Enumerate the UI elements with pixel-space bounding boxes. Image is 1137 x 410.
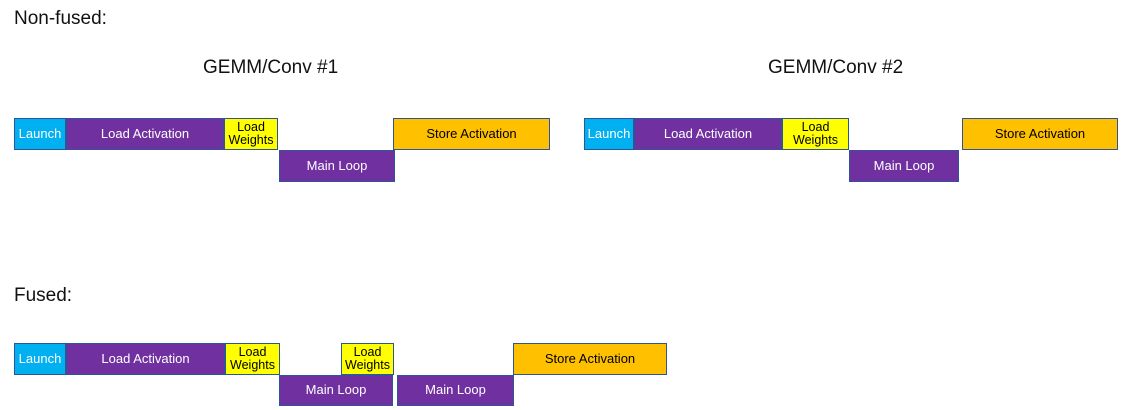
nonfused-g1-load-activation-block: Load Activation (66, 118, 224, 150)
nonfused-g2-launch-block: Launch (584, 118, 634, 150)
gemm-conv-1-title: GEMM/Conv #1 (203, 57, 339, 78)
fused-launch-block: Launch (14, 343, 66, 375)
nonfused-g2-load-activation-block: Load Activation (634, 118, 782, 150)
nonfused-g2-load-weights-block: Load Weights (782, 118, 849, 150)
nonfused-g1-store-activation-block: Store Activation (393, 118, 550, 150)
fused-store-activation-block: Store Activation (513, 343, 667, 375)
fused-section-label: Fused: (14, 285, 73, 306)
nonfused-g2-store-activation-block: Store Activation (962, 118, 1118, 150)
gemm-conv-2-title: GEMM/Conv #2 (768, 57, 904, 78)
fused-main-loop-2-block: Main Loop (397, 375, 514, 406)
nonfused-g2-main-loop-block: Main Loop (849, 150, 959, 182)
nonfused-g1-load-weights-block: Load Weights (224, 118, 278, 150)
nonfused-g1-main-loop-block: Main Loop (279, 150, 395, 182)
fused-main-loop-1-block: Main Loop (279, 375, 393, 406)
fused-load-weights-2-block: Load Weights (341, 343, 394, 375)
non-fused-section-label: Non-fused: (14, 8, 107, 29)
fused-load-weights-1-block: Load Weights (225, 343, 280, 375)
nonfused-g1-launch-block: Launch (14, 118, 66, 150)
fused-load-activation-block: Load Activation (66, 343, 225, 375)
